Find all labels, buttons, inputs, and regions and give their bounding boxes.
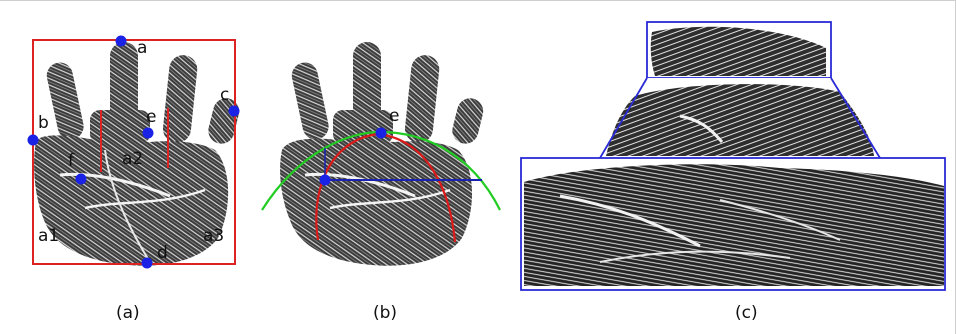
crop-medium-print [606,84,874,156]
crop-large [520,158,946,290]
keypoint-b [28,135,39,146]
label-c: c [220,85,229,105]
caption-b: (b) [373,303,397,323]
label-f: f [68,151,75,171]
panel-b: e (b) [262,42,500,323]
finger-thumb-b [450,96,486,147]
label-d: d [157,243,168,263]
caption-a: (a) [116,303,140,323]
label-a: a [137,38,147,58]
keypoint-e [143,128,154,139]
panel-a: a b c d e f a1 a2 a3 (a) [28,36,242,324]
region-label-a3: a3 [203,226,224,246]
keypoint-f-b [320,175,331,186]
caption-c: (c) [735,303,758,323]
crop-small [647,22,831,78]
label-e: e [146,107,156,127]
region-label-a2: a2 [122,149,143,169]
finger-little-a [44,60,86,142]
label-e-b: e [389,106,399,126]
finger-little-b [289,60,331,142]
crop-large-print [524,164,944,286]
finger-ring-b [404,54,441,144]
keypoint-e-b [376,128,387,139]
palmprint-b [280,42,486,266]
keypoint-d [142,258,153,269]
crop-medium [600,78,880,158]
keypoint-f [76,174,87,185]
label-b: b [38,113,49,133]
keypoint-a [116,36,127,47]
keypoint-c [229,106,240,117]
finger-base-a [90,110,150,144]
region-label-a1: a1 [38,226,59,246]
panel-c: (c) [520,22,946,323]
